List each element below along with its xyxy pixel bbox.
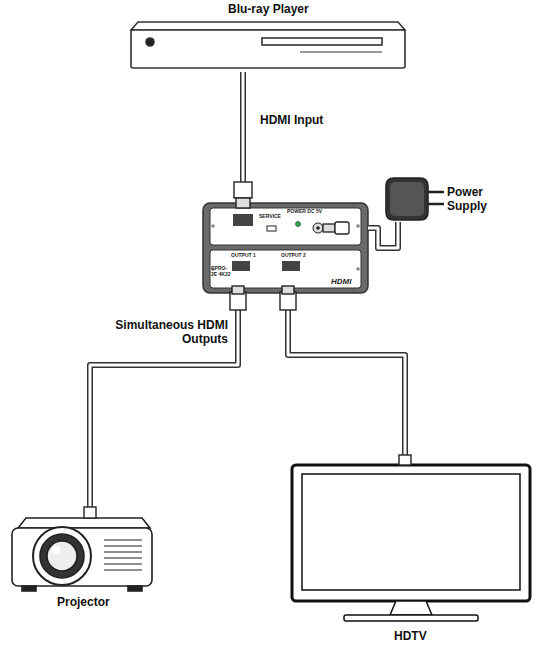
bluray-player-box: Blu-ray Player (128, 2, 408, 72)
projector (12, 518, 152, 591)
device-label: Power Supply (447, 186, 509, 214)
device-label: Projector (57, 596, 110, 610)
bluray-player (131, 22, 405, 68)
cable (288, 293, 405, 462)
panel-text: OUTPUT 1 (231, 253, 256, 259)
splitter-body (203, 203, 368, 293)
device-label: HDTV (394, 630, 427, 644)
panel-text: SERVICE (259, 214, 281, 220)
power-supply-box: Power Supply (380, 172, 520, 222)
cable (368, 222, 398, 248)
panel-text: OUTPUT 2 (281, 253, 306, 259)
panel-text: CPRO-2E 4K22 (211, 266, 233, 278)
panel-text: HDMI (331, 277, 351, 286)
cable (90, 293, 238, 508)
device-label: Blu-ray Player (228, 3, 309, 17)
power-adapter (386, 178, 444, 220)
cable-label: HDMI Input (258, 113, 325, 127)
dc-plug (323, 222, 349, 234)
hdtv (292, 465, 530, 621)
hdmi-splitter-box: SERVICE POWER DC 5V OUTPUT 1 OUTPUT 2 CPRO-2… (203, 203, 368, 293)
hdtv-box: HDTV (285, 462, 535, 648)
note-label: Simultaneous HDMI Outputs (108, 318, 228, 347)
hdmi-plug (84, 182, 411, 518)
panel-text: POWER DC 5V (287, 209, 322, 215)
projector-box: Projector (8, 508, 158, 614)
